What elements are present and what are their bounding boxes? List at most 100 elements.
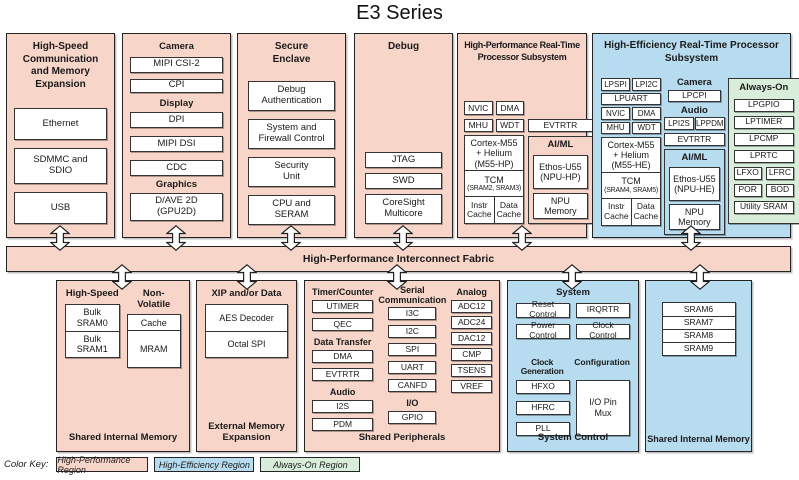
bus-arrow xyxy=(112,264,132,290)
box-data-cache: Data Cache xyxy=(493,197,524,224)
box-adc12: ADC12 xyxy=(451,300,492,314)
box-utility-sram: Utility SRAM xyxy=(733,200,795,214)
hp-cpu-column: NVIC DMA MHU WDT Cortex-M55 + Helium (M5… xyxy=(464,101,525,225)
non-volatile-column: Non-Volatile Cache MRAM xyxy=(126,288,181,369)
block-camera-display-graphics: Camera MIPI CSI-2 CPI Display DPI MIPI D… xyxy=(122,33,231,238)
box-npu-memory-hp: NPU Memory xyxy=(533,193,588,219)
box-spi: SPI xyxy=(388,343,437,357)
aiml-header: AI/ML xyxy=(681,152,708,164)
hp-cache-row: Instr Cache Data Cache xyxy=(465,196,524,224)
he-aiml-group: AI/ML Ethos-U55 (NPU-HE) NPU Memory xyxy=(664,149,725,235)
box-cmp: CMP xyxy=(451,348,492,362)
block-label: External Memory Expansion xyxy=(208,421,285,444)
box-dma: DMA xyxy=(495,101,525,116)
box-io-pin-mux: I/O Pin Mux xyxy=(576,379,630,436)
io-header: I/O xyxy=(406,398,419,409)
box-instr-cache: Instr Cache xyxy=(467,199,492,220)
color-key-label: Color Key: xyxy=(4,459,49,470)
bus-arrow xyxy=(50,225,70,251)
box-usb: USB xyxy=(14,192,107,224)
box-swd: SWD xyxy=(365,173,442,189)
display-header: Display xyxy=(159,97,194,109)
block-label: Shared Peripherals xyxy=(358,432,446,444)
tcm-label: TCM xyxy=(621,176,641,187)
block-debug: Debug JTAG SWD CoreSight Multicore xyxy=(354,33,453,238)
box-nvic-he: NVIC xyxy=(601,107,631,120)
sram-group: SRAM6 SRAM7 SRAM8 SRAM9 xyxy=(661,302,736,356)
box-bulk-sram1: Bulk SRAM1 xyxy=(66,330,119,357)
box-lfrc: LFRC xyxy=(765,166,795,180)
analog-column: Analog ADC12 ADC24 DAC12 CMP TSENS VREF xyxy=(451,287,492,431)
box-gpio: GPIO xyxy=(388,411,437,425)
camera-header: Camera xyxy=(159,41,194,52)
timer-audio-column: Timer/Counter UTIMER QEC Data Transfer D… xyxy=(312,287,374,432)
key-high-performance-region: High-Performance Region xyxy=(56,455,149,475)
box-ethos-u55-he: Ethos-U55 (NPU-HE) xyxy=(669,166,720,201)
block-label: System Control xyxy=(537,432,609,444)
block-title: Secure Enclave xyxy=(272,41,311,65)
box-adc24: ADC24 xyxy=(451,316,492,330)
box-aes-decoder: AES Decoder xyxy=(219,312,274,323)
bus-arrow xyxy=(562,264,582,290)
box-lpi2c: LPI2C xyxy=(632,78,662,91)
bus-arrow xyxy=(512,225,532,251)
data-transfer-header: Data Transfer xyxy=(313,337,372,348)
xip-header: XIP and/or Data xyxy=(211,288,282,299)
box-dave2d: D/AVE 2D (GPU2D) xyxy=(130,192,223,221)
box-tcm-hp: TCM (SRAM2, SRAM3) xyxy=(465,170,524,196)
box-bulk-sram0: Bulk SRAM0 xyxy=(76,307,108,328)
peripheral-columns: Timer/Counter UTIMER QEC Data Transfer D… xyxy=(312,285,492,432)
secure-enclave-boxes: Debug Authentication System and Firewall… xyxy=(248,81,335,225)
box-hfrc: HFRC xyxy=(516,400,570,415)
block-shared-internal-memory-left: High-Speed Bulk SRAM0 Bulk SRAM1 Non-Vol… xyxy=(56,280,190,452)
page-title: E3 Series xyxy=(356,2,443,24)
timer-counter-header: Timer/Counter xyxy=(312,287,374,297)
aiml-header: AI/ML xyxy=(547,139,574,151)
bus-arrow xyxy=(166,225,186,251)
block-label: Shared Internal Memory xyxy=(68,432,178,444)
he-cache-row: Instr Cache Data Cache xyxy=(602,198,661,225)
box-mhu-he: MHU xyxy=(601,122,631,134)
block-he-rtss: High-Efficiency Real-Time Processor Subs… xyxy=(592,33,799,238)
bus-arrow xyxy=(681,225,701,251)
box-dma-periph: DMA xyxy=(312,350,374,364)
box-cortex-m55-hp: Cortex-M55 + Helium (M55-HP) xyxy=(470,138,518,169)
box-irqrtr: IRQRTR xyxy=(576,302,630,318)
key-high-efficiency-region: High-Efficiency Region xyxy=(154,457,255,472)
bus-arrow xyxy=(393,225,413,251)
box-uart: UART xyxy=(388,361,437,375)
box-sram6: SRAM6 xyxy=(683,303,714,314)
clock-gen-column: HFXO HFRC PLL xyxy=(516,379,570,436)
box-lpcpi: LPCPI xyxy=(668,89,721,102)
bus-arrow xyxy=(387,264,407,290)
box-dac12: DAC12 xyxy=(451,332,492,346)
box-cortex-m55-he: Cortex-M55 + Helium (M55-HE) xyxy=(607,139,655,171)
box-mipi-dsi: MIPI DSI xyxy=(130,136,223,153)
box-ethos-u55-hp: Ethos-U55 (NPU-HP) xyxy=(533,155,588,189)
tcm-note: (SRAM2, SRAM3) xyxy=(467,185,522,193)
box-wdt: WDT xyxy=(495,119,525,133)
box-i2s: I2S xyxy=(312,400,374,414)
block-title: Debug xyxy=(387,41,420,52)
block-shared-internal-memory-right: SRAM6 SRAM7 SRAM8 SRAM9 Shared Internal … xyxy=(645,280,752,452)
block-title: High-Efficiency Real-Time Processor Subs… xyxy=(604,40,779,64)
bus-arrow xyxy=(237,264,257,290)
he-npu-column: Camera LPCPI Audio LPI2S LPPDM EVTRTR AI… xyxy=(664,77,725,235)
block-hs-comm-mem-expansion: High-Speed Communication and Memory Expa… xyxy=(6,33,115,238)
block-label: Shared Internal Memory xyxy=(647,433,750,444)
box-ethernet: Ethernet xyxy=(14,108,107,140)
box-system-firewall-control: System and Firewall Control xyxy=(248,119,335,149)
box-dpi: DPI xyxy=(130,112,223,129)
block-hp-rtss: High-Performance Real-Time Processor Sub… xyxy=(457,33,593,238)
block-secure-enclave: Secure Enclave Debug Authentication Syst… xyxy=(237,33,346,238)
bus-arrow xyxy=(690,264,710,290)
graphics-header: Graphics xyxy=(155,179,198,191)
box-lpgpio: LPGPIO xyxy=(733,98,795,112)
block-title: High-Performance Real-Time Processor Sub… xyxy=(464,40,580,62)
box-qec: QEC xyxy=(312,318,374,332)
high-speed-header: High-Speed xyxy=(65,288,119,299)
box-tcm-he: TCM (SRAM4, SRAM5) xyxy=(602,172,661,198)
box-evtrtr-hp: EVTRTR xyxy=(528,119,593,133)
box-sdmmc-sdio: SDMMC and SDIO xyxy=(14,148,107,184)
block-external-memory-expansion: XIP and/or Data AES Decoder Octal SPI Ex… xyxy=(196,280,297,452)
